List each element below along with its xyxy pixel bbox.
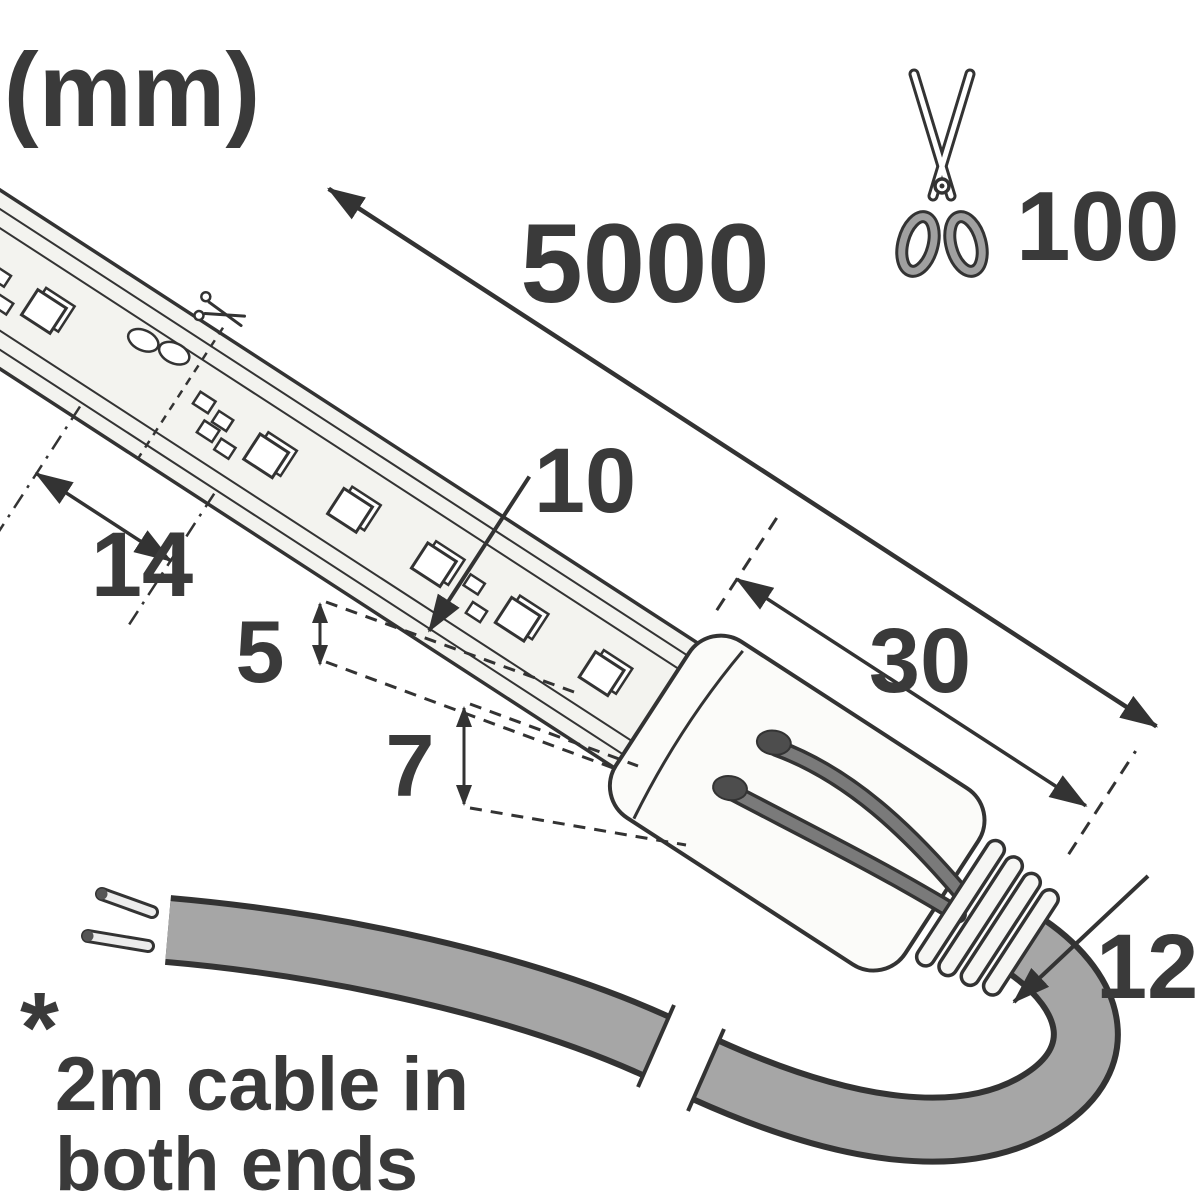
wire-tip <box>96 888 108 900</box>
cut-mark-scissors-icon <box>193 290 247 328</box>
dim-strip-length-label: 5000 <box>520 201 769 326</box>
dim-cable-label: 12 <box>1096 916 1198 1018</box>
solder-pad <box>0 264 13 289</box>
footnote-line1: 2m cable in <box>55 1042 469 1127</box>
rib <box>937 855 1025 978</box>
units-label: (mm) <box>4 32 261 149</box>
dim-cap-thickness-ext <box>469 806 687 847</box>
rib <box>959 871 1043 988</box>
footnote-line2: both ends <box>55 1122 418 1200</box>
scissors-icon <box>895 68 989 278</box>
cut-pad <box>157 340 191 366</box>
solder-pad <box>195 418 222 444</box>
cable-break-marks <box>636 1004 726 1112</box>
cut-line <box>136 326 225 460</box>
solder-pad <box>210 409 235 433</box>
strain-relief-ribs <box>914 838 1060 997</box>
dim-thickness-ext <box>325 600 575 694</box>
dimensions-screen <box>312 600 1150 1004</box>
dim-cut-section-label: 100 <box>1016 171 1180 281</box>
dim-strip-width-label: 10 <box>534 430 636 532</box>
power-cable <box>81 887 1121 1165</box>
cut-pad <box>126 327 160 353</box>
solder-pad <box>0 292 16 317</box>
wire-tip <box>82 930 94 942</box>
dim-cap-thickness-ext <box>469 702 639 768</box>
led-chip <box>19 286 77 336</box>
dim-pitch-arrow <box>34 472 173 563</box>
cable-wire-ends <box>81 887 159 953</box>
rib <box>981 888 1060 997</box>
dim-cap-length-label: 30 <box>869 610 971 712</box>
dimensions-rotated <box>0 186 1159 856</box>
dim-thickness-label: 5 <box>236 602 285 701</box>
dim-strip-width-arrow <box>427 475 532 633</box>
dim-cap-thickness-label: 7 <box>386 716 435 815</box>
solder-pad <box>191 390 218 416</box>
dim-cap-ext-line <box>715 511 782 611</box>
rib <box>914 838 1007 968</box>
solder-pad <box>212 436 238 461</box>
cut-point <box>126 326 225 460</box>
dim-cable-arrow <box>1012 874 1150 1004</box>
dim-pitch-label: 14 <box>91 514 193 616</box>
dim-cap-length-arrow <box>735 577 1088 808</box>
dim-cap-ext-line <box>1067 750 1137 856</box>
led-chip <box>241 430 299 480</box>
footnote-asterisk: * <box>20 972 59 1084</box>
